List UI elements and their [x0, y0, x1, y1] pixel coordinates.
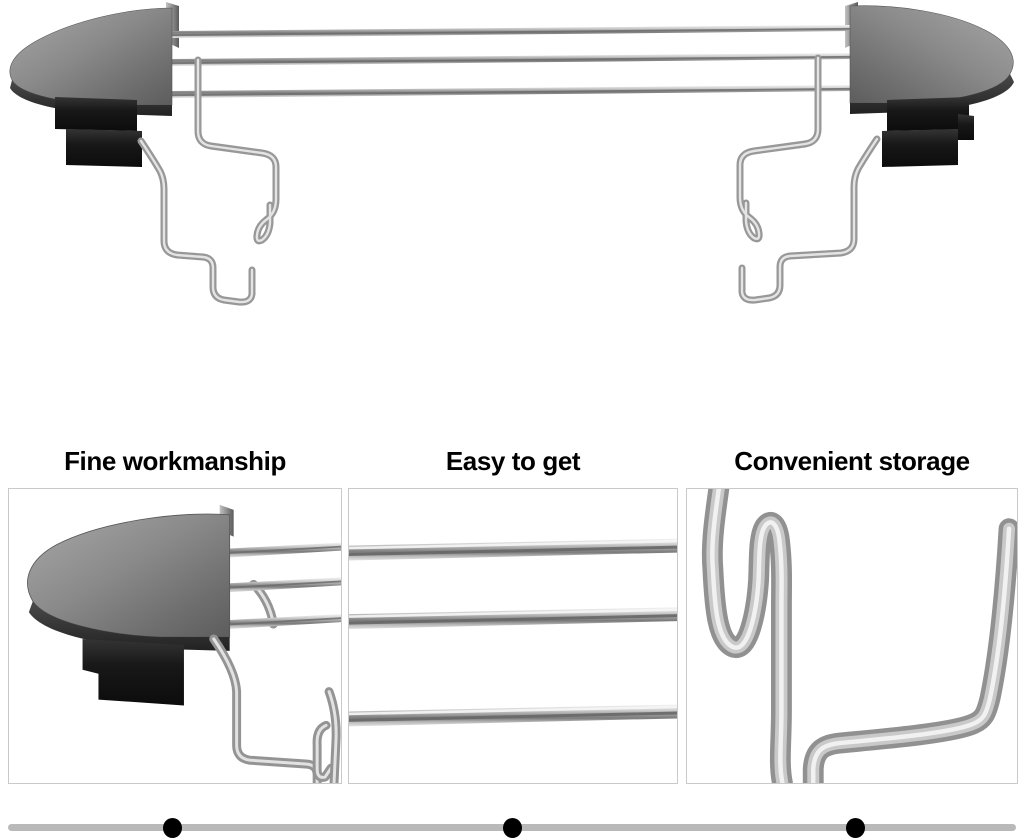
product-photo: [9, 2, 1014, 460]
right-end-cap: [849, 5, 1014, 167]
closeup-rail: [349, 704, 677, 727]
left-end-cap: [9, 7, 173, 167]
rods-closeup-illustration: [349, 538, 677, 727]
feature-fine-workmanship: Fine workmanship: [8, 444, 342, 784]
carousel-dot[interactable]: [503, 818, 522, 838]
hooks-closeup-illustration: [687, 489, 1017, 783]
closeup-rods: [227, 542, 341, 630]
feature-title: Convenient storage: [734, 446, 970, 476]
feature-convenient-storage: Convenient storage: [686, 444, 1018, 784]
feature-easy-to-get: Easy to get: [348, 444, 678, 784]
closeup-rail: [349, 607, 677, 630]
feature-detail-image-bracket: [8, 488, 342, 784]
carousel-dot[interactable]: [846, 818, 865, 838]
closeup-hook-wire: [712, 489, 782, 783]
carousel-dot[interactable]: [163, 818, 182, 838]
feature-title: Fine workmanship: [64, 446, 286, 476]
closeup-hook-wire: [813, 529, 1009, 783]
closeup-rail: [349, 538, 677, 561]
feature-detail-image-hooks: [686, 488, 1018, 784]
shelf-rods: [171, 25, 851, 98]
feature-title: Easy to get: [445, 446, 581, 476]
feature-detail-image-rods: [348, 488, 678, 784]
closeup-wire: [214, 639, 336, 783]
under-shelf-rack-illustration: [9, 2, 1014, 460]
end-cap-lips: [166, 2, 858, 48]
bracket-closeup-illustration: [27, 504, 341, 783]
